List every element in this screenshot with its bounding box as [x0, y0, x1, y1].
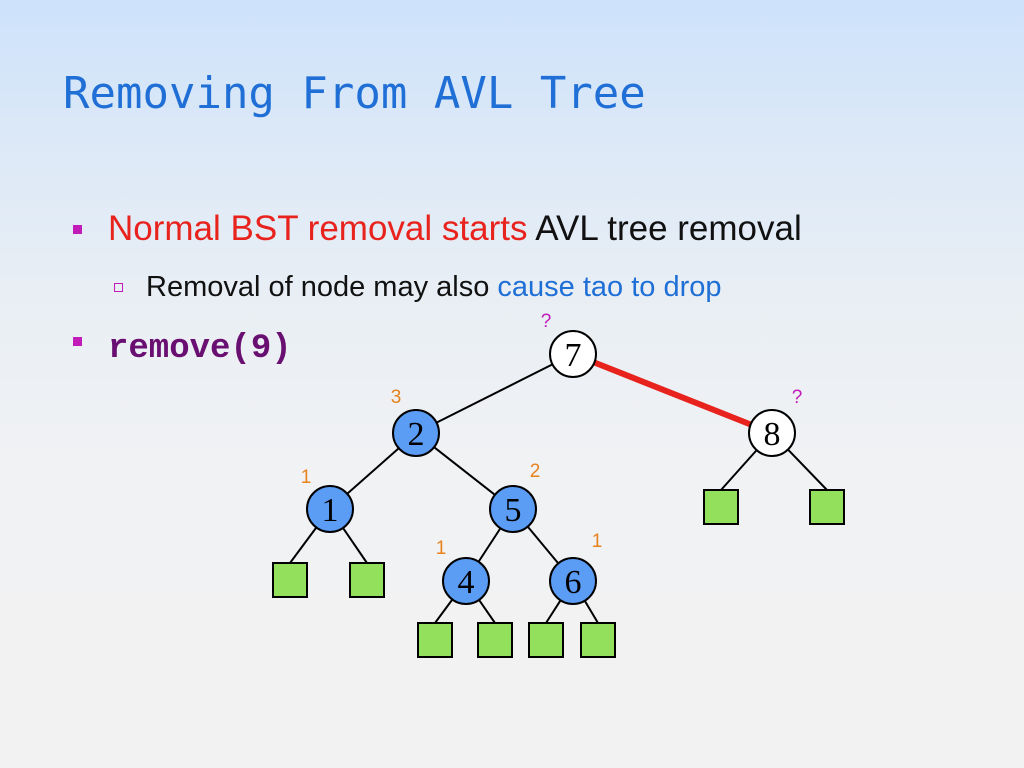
tree-node-6 — [549, 557, 597, 605]
bullet-text-highlight: Normal BST removal starts — [108, 209, 528, 248]
tree-node-4 — [442, 557, 490, 605]
height-label-5: 2 — [530, 461, 541, 482]
leaf-node — [703, 489, 739, 525]
height-label-7: ? — [541, 311, 552, 332]
sub-bullet-marker — [114, 283, 123, 292]
highlighted-edge-7-8 — [593, 359, 752, 428]
leaf-node — [809, 489, 845, 525]
code-remove-call: remove(9) — [108, 330, 292, 368]
leaf-edge — [787, 448, 828, 491]
tree-node-2 — [392, 409, 440, 457]
bullet-remove-call: remove(9) — [108, 326, 292, 370]
leaf-edge — [434, 598, 454, 624]
leaf-node — [417, 622, 453, 658]
height-label-4: 1 — [436, 538, 447, 559]
leaf-edge — [289, 526, 318, 564]
height-label-2: 3 — [391, 387, 402, 408]
tree-node-5 — [489, 485, 537, 533]
leaf-node — [580, 622, 616, 658]
sub-bullet-text-highlight: cause tao to drop — [497, 271, 722, 303]
leaf-edge — [342, 527, 368, 564]
leaf-edge — [478, 599, 496, 624]
leaf-edge — [545, 599, 562, 624]
tree-edge-2-1 — [346, 447, 400, 495]
leaf-node — [272, 562, 308, 598]
leaf-node — [477, 622, 513, 658]
leaf-node — [528, 622, 564, 658]
tree-edge-2-5 — [433, 446, 496, 496]
leaf-node — [349, 562, 385, 598]
bullet-normal-bst-removal: Normal BST removal starts AVL tree remov… — [108, 208, 802, 250]
height-label-1: 1 — [301, 467, 312, 488]
tree-node-1 — [306, 485, 354, 533]
sub-bullet-removal-of-node: Removal of node may also cause tao to dr… — [146, 270, 722, 305]
tree-node-label-1: 1 — [322, 492, 339, 529]
tree-edge-7-2 — [436, 363, 553, 424]
tree-node-label-7: 7 — [565, 337, 582, 374]
tree-node-label-8: 8 — [764, 416, 781, 453]
tree-node-7 — [549, 330, 597, 378]
tree-node-label-4: 4 — [458, 564, 475, 601]
leaf-edge — [720, 449, 758, 491]
tree-edge-5-4 — [477, 527, 502, 563]
tree-node-8 — [748, 409, 796, 457]
tree-edge-5-6 — [526, 526, 560, 564]
bullet-marker — [73, 337, 82, 346]
tree-node-label-6: 6 — [565, 564, 582, 601]
tree-node-label-2: 2 — [408, 416, 425, 453]
leaf-edge — [583, 600, 599, 624]
height-label-8: ? — [792, 387, 803, 408]
tree-node-label-5: 5 — [505, 492, 522, 529]
bullet-text: AVL tree removal — [527, 209, 802, 248]
slide-title: Removing From AVL Tree — [63, 68, 646, 119]
height-label-6: 1 — [592, 531, 603, 552]
bullet-marker — [73, 225, 82, 234]
sub-bullet-text: Removal of node may also — [146, 271, 498, 303]
